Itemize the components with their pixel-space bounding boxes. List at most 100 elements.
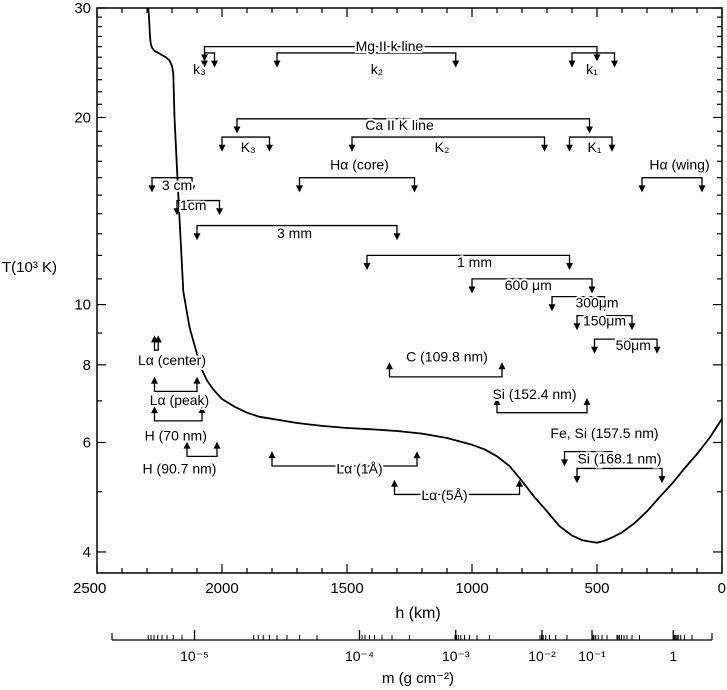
bracket-line [298, 177, 416, 189]
annotation-label: 3 mm [277, 225, 312, 241]
bracket-arrowhead [608, 144, 616, 152]
bracket-line [366, 254, 571, 267]
range-bracket [183, 441, 221, 457]
annotation-label: 1cm [180, 197, 206, 213]
annotation-label: 50μm [616, 337, 651, 353]
mass-axis-title: m (g cm⁻²) [382, 670, 454, 687]
annotation-label: 3 cm [162, 177, 192, 193]
bracket-layer [148, 45, 706, 496]
annotation-label: k₁ [586, 61, 598, 77]
bracket-arrowhead [608, 459, 616, 467]
bracket-line [196, 224, 398, 237]
bracket-arrowhead [393, 233, 401, 241]
y-tick-label: 10 [74, 297, 91, 314]
range-bracket [568, 52, 618, 68]
range-bracket [566, 136, 616, 152]
range-bracket [493, 398, 591, 414]
annotation-label: Lα (center) [138, 352, 206, 368]
bracket-arrowhead [363, 263, 371, 271]
range-bracket [548, 295, 608, 312]
temperature-curve-line [147, 7, 723, 544]
bracket-arrowhead [296, 185, 303, 193]
bracket-arrowhead [588, 286, 596, 294]
annotation-label: Ca II K line [365, 117, 434, 133]
bracket-line [568, 136, 613, 149]
bracket-line [176, 199, 221, 212]
bracket-arrowhead [468, 286, 476, 294]
bracket-arrowhead [391, 479, 398, 487]
bracket-arrowhead [218, 144, 226, 152]
bracket-line [203, 45, 598, 58]
bracket-arrowhead [268, 451, 276, 459]
range-bracket [151, 406, 206, 422]
annotation-label: Hα (core) [330, 156, 389, 172]
plot-border [96, 7, 723, 574]
mass-tick-label: 1 [669, 648, 677, 664]
annotation-label: H (70 nm) [145, 427, 207, 443]
bracket-line [221, 136, 271, 149]
bracket-line [576, 467, 663, 480]
bracket-arrowhead [653, 346, 661, 354]
range-bracket [151, 335, 162, 351]
bracket-arrowhead [188, 185, 196, 193]
annotation-label: Mg II k line [356, 38, 424, 54]
bracket-line [151, 177, 193, 189]
annotation-label: Fe, Si (157.5 nm) [550, 425, 658, 441]
bracket-line [393, 483, 521, 496]
bracket-line [551, 295, 606, 308]
mass-tick-label: 10⁻² [528, 648, 556, 664]
range-bracket [268, 451, 421, 467]
bracket-arrowhead [611, 60, 618, 68]
bracket-arrowhead [493, 398, 501, 406]
annotation-label: K₂ [435, 139, 450, 155]
bracket-arrowhead [561, 459, 568, 467]
y-tick-label: 4 [83, 544, 91, 561]
bracket-arrowhead [154, 335, 162, 343]
plot-frame [96, 7, 723, 574]
range-bracket [273, 52, 460, 68]
x-tick-label: 1000 [455, 580, 488, 597]
range-bracket [218, 136, 273, 152]
bracket-arrowhead [216, 208, 223, 216]
bracket-arrowhead [411, 185, 418, 193]
bracket-arrowhead [211, 60, 218, 68]
bracket-arrowhead [183, 441, 191, 449]
bracket-arrowhead [601, 304, 608, 312]
x-tick-label: 0 [718, 580, 726, 597]
bracket-arrowhead [201, 60, 208, 68]
bracket-line [593, 338, 658, 351]
annotation-label: 600 μm [505, 277, 552, 293]
annotation-label: H (90.7 nm) [143, 460, 217, 476]
annotation-label: K₃ [241, 139, 256, 155]
bracket-arrowhead [586, 126, 593, 134]
range-bracket [561, 450, 616, 467]
mass-tick-label: 10⁻¹ [578, 648, 606, 664]
range-bracket [363, 254, 573, 271]
bracket-arrowhead [583, 398, 591, 406]
temperature-curve [147, 7, 723, 544]
bracket-arrowhead [266, 144, 273, 152]
y-tick-label: 8 [83, 357, 91, 374]
bracket-arrowhead [151, 376, 158, 384]
bracket-line [571, 52, 616, 64]
y-tick-label: 20 [74, 109, 91, 126]
bracket-arrowhead [628, 323, 636, 331]
mass-tick-label: 10⁻⁴ [345, 648, 374, 664]
bracket-arrowhead [498, 362, 506, 370]
range-bracket [193, 224, 401, 241]
bracket-line [471, 278, 593, 290]
bracket-line [203, 52, 216, 64]
bracket-arrowhead [566, 144, 573, 152]
range-bracket [391, 479, 523, 496]
annotation-label: 150μm [583, 313, 626, 329]
range-bracket [296, 177, 418, 193]
bracket-arrowhead [548, 304, 556, 312]
bracket-arrowhead [193, 233, 201, 241]
bracket-arrowhead [452, 60, 460, 68]
range-bracket [468, 278, 596, 294]
range-bracket [233, 118, 593, 134]
